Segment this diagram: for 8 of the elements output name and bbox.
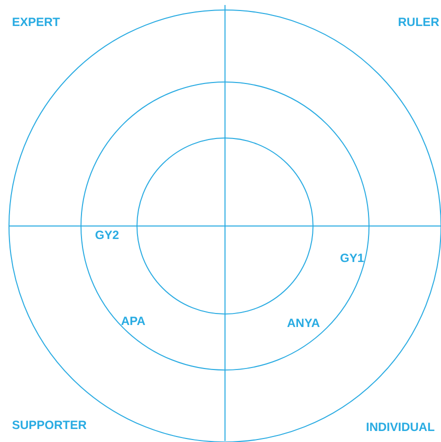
quadrant-label: APA (121, 314, 146, 328)
quadrant-label: EXPERT (12, 15, 60, 29)
quadrant-label: GY2 (95, 228, 120, 242)
quadrant-label: RULER (398, 15, 440, 29)
quadrant-label: GY1 (340, 251, 364, 265)
quadrant-label: INDIVIDUAL (366, 420, 435, 434)
quadrant-label: ANYA (287, 316, 320, 330)
quadrant-label: SUPPORTER (12, 418, 87, 432)
